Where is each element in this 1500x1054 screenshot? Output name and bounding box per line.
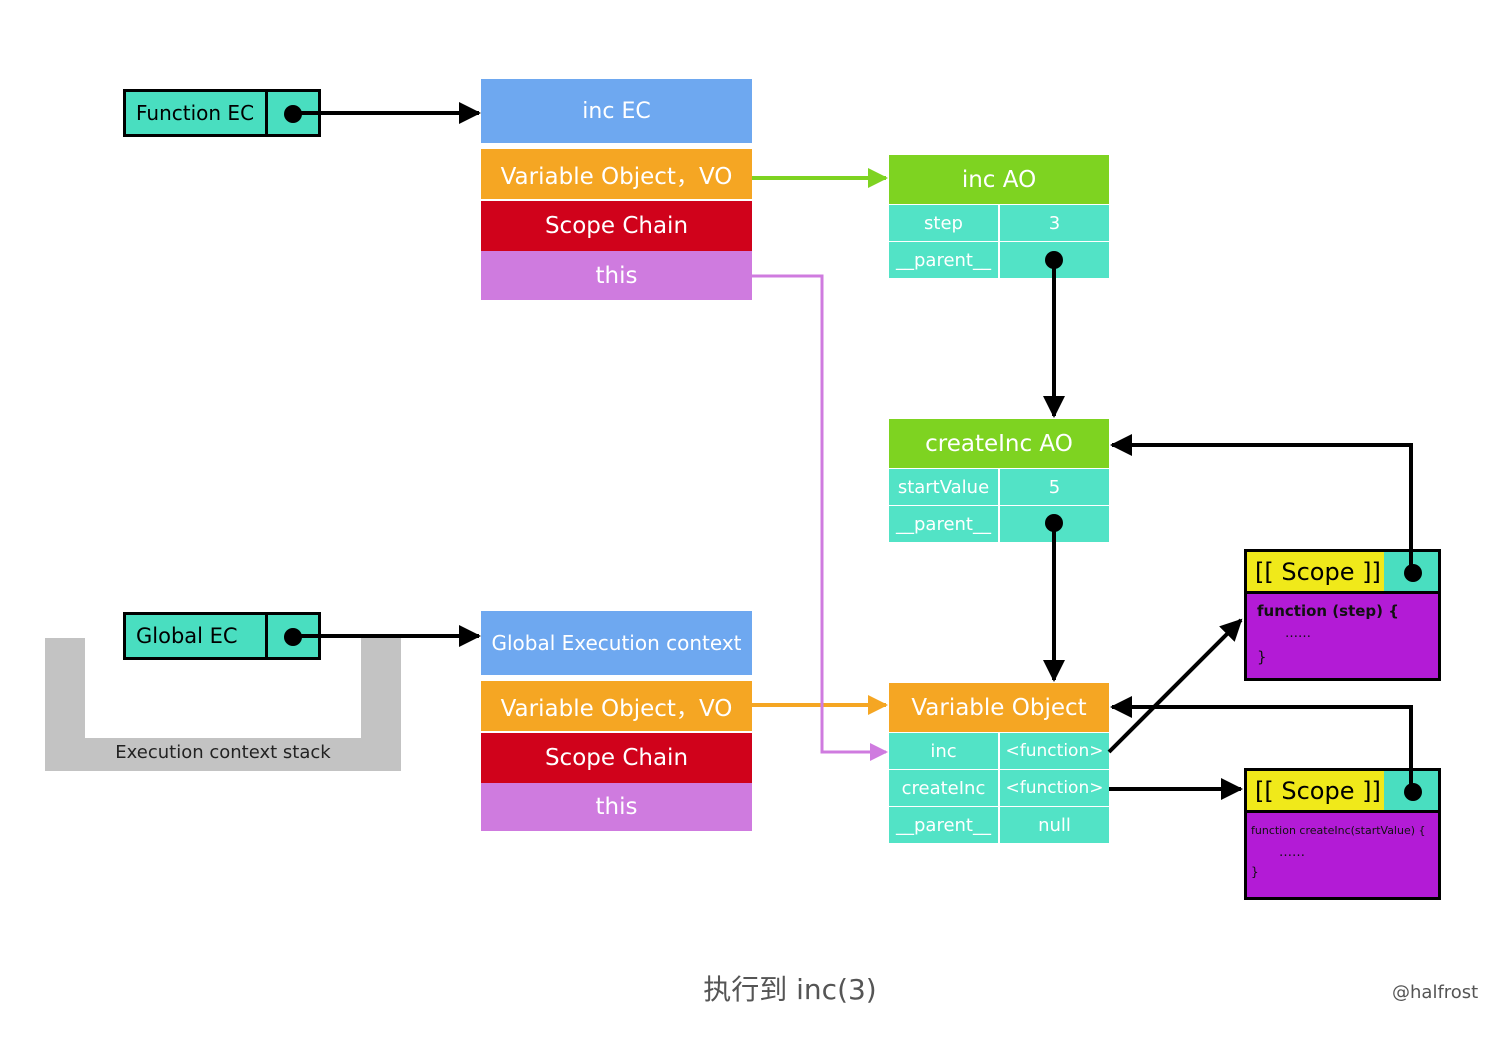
inc-ao-parent-dot xyxy=(1045,251,1063,269)
inc-scope-code-line3: } xyxy=(1257,648,1267,666)
createinc-function-scope-box: [[ Scope ]] function createInc(startValu… xyxy=(1244,768,1441,900)
inc-scope-code-line1: function (step) { xyxy=(1257,602,1399,620)
inc-scope-code-line2: …… xyxy=(1285,626,1311,641)
function-ec-pointer: Function EC xyxy=(123,89,321,137)
inc-ao-value: 3 xyxy=(1000,205,1109,241)
inc-ao-title: inc AO xyxy=(889,155,1109,204)
inc-scope-head: [[ Scope ]] xyxy=(1247,552,1387,594)
inc-ao-key: step xyxy=(889,205,998,241)
inc-ec-title: inc EC xyxy=(481,79,752,143)
inc-ec-this: this xyxy=(481,251,752,300)
createinc-ao-key: startValue xyxy=(889,469,998,505)
createinc-ao-parent-dot xyxy=(1045,514,1063,532)
createinc-ao-key: __parent__ xyxy=(889,506,998,542)
variable-object-key: __parent__ xyxy=(889,807,998,843)
diagram-caption: 执行到 inc(3) xyxy=(703,973,877,1006)
global-ec-vo: Variable Object，VO xyxy=(481,681,752,731)
credit-text: @halfrost xyxy=(1392,982,1479,1003)
variable-object-key: createInc xyxy=(889,770,998,806)
arrow-inc-function-to-scope xyxy=(1107,618,1243,754)
createinc-scope-code-line3: } xyxy=(1251,865,1259,879)
variable-object-value: null xyxy=(1000,807,1109,843)
variable-object-value: <function> xyxy=(1000,733,1109,769)
createinc-scope-code-line2: …… xyxy=(1279,845,1305,860)
stack-label: Execution context stack xyxy=(115,742,331,763)
createinc-scope-head: [[ Scope ]] xyxy=(1247,771,1387,813)
inc-ec-scope-chain: Scope Chain xyxy=(481,201,752,251)
function-ec-dot xyxy=(284,105,302,123)
arrow-inc-this-to-global-object xyxy=(752,274,888,761)
global-ec-label: Global EC xyxy=(126,615,268,657)
execution-context-stack: Execution context stack xyxy=(45,638,401,771)
function-ec-label: Function EC xyxy=(126,92,268,134)
inc-function-scope-box: [[ Scope ]] function (step) { …… } xyxy=(1244,549,1441,681)
createinc-scope-code-line1: function createInc(startValue) { xyxy=(1251,824,1426,837)
variable-object-title: Variable Object xyxy=(889,683,1109,732)
global-ec-dot xyxy=(284,628,302,646)
global-ec-scope-chain: Scope Chain xyxy=(481,733,752,783)
global-ec-pointer: Global EC xyxy=(123,612,321,660)
createinc-scope-dot xyxy=(1404,783,1422,801)
variable-object-key: inc xyxy=(889,733,998,769)
global-ec-this: this xyxy=(481,783,752,831)
inc-ao-key: __parent__ xyxy=(889,242,998,278)
global-ec-title: Global Execution context xyxy=(481,611,752,675)
inc-ec-vo: Variable Object，VO xyxy=(481,149,752,199)
variable-object-value: <function> xyxy=(1000,770,1109,806)
inc-scope-dot xyxy=(1404,564,1422,582)
createinc-ao-title: createInc AO xyxy=(889,419,1109,468)
createinc-ao-value: 5 xyxy=(1000,469,1109,505)
